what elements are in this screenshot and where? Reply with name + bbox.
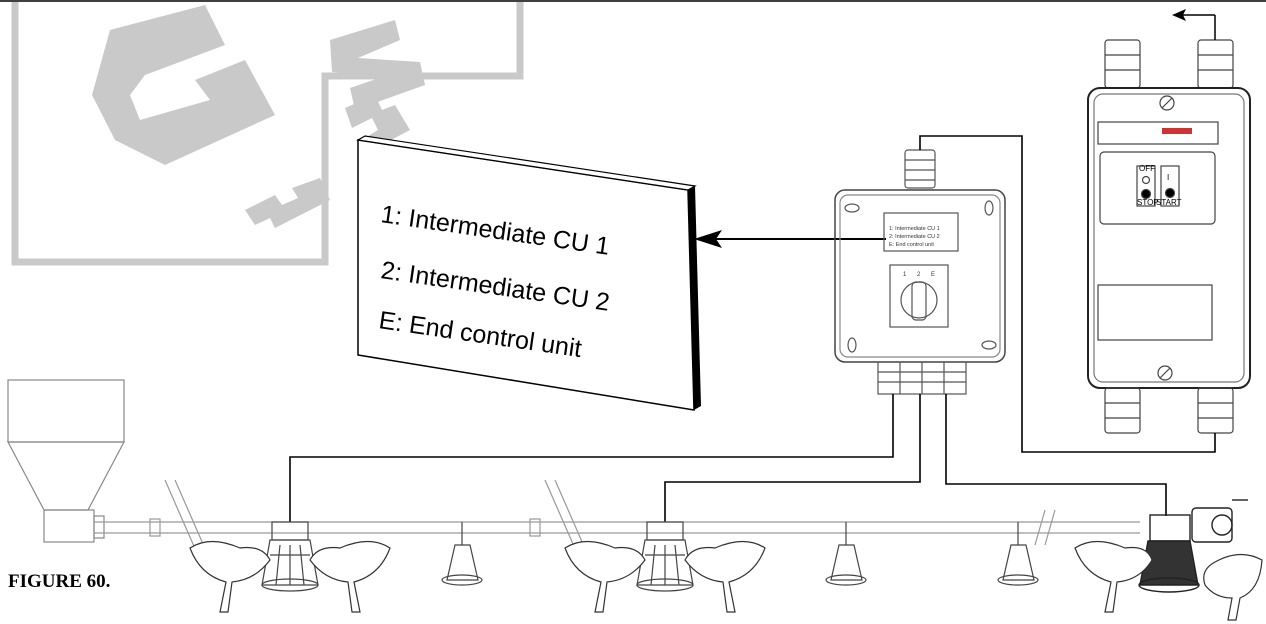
watermark-logo — [11, 2, 524, 266]
start-button[interactable] — [1160, 165, 1180, 207]
wire-to-unit-2 — [664, 394, 921, 522]
bottom-gland-right — [1197, 387, 1234, 434]
screw-tr — [984, 200, 994, 216]
button-panel — [1099, 151, 1216, 225]
feeder-pan-1 — [441, 522, 483, 586]
pointer-arrow — [694, 230, 886, 248]
switch-label-strip — [1097, 121, 1219, 145]
watermark-h-shape — [245, 178, 330, 228]
selector-dial-plate[interactable] — [889, 264, 949, 328]
watermark-frame — [11, 2, 524, 266]
top-cable-gland — [904, 149, 936, 189]
selector-mini-label — [883, 212, 959, 252]
dial-pos-e: E — [931, 272, 935, 278]
start-label: START — [1156, 198, 1182, 207]
wire-switch-to-selector — [919, 135, 1216, 453]
selector-knob-grip[interactable] — [911, 281, 927, 321]
dial-pos-1: 1 — [903, 272, 907, 278]
power-out-arrow — [1172, 9, 1186, 21]
mini-label-line-1: 1: Intermediate CU 1 — [889, 226, 940, 232]
intermediate-unit-1 — [261, 521, 319, 592]
switch-enclosure — [1087, 87, 1251, 389]
screw-bl — [847, 337, 857, 353]
info-plate — [1097, 284, 1213, 341]
bird — [309, 540, 391, 613]
watermark-g-shape — [92, 5, 275, 165]
bird — [189, 540, 271, 613]
main-switch-box: OFF I STOP START — [1087, 9, 1251, 434]
screw-tl — [844, 203, 860, 213]
sign-board: 1: Intermediate CU 1 2: Intermediate CU … — [356, 135, 701, 411]
mini-label-line-2: 2: Intermediate CU 2 — [889, 234, 940, 240]
top-gland-right — [1197, 39, 1234, 89]
bottom-gland-left — [1104, 387, 1141, 434]
feeder-pan-3 — [997, 522, 1039, 586]
wire-to-end-unit — [945, 394, 1167, 516]
mini-label-line-3: E: End control unit — [889, 242, 934, 248]
off-label: OFF — [1139, 164, 1155, 173]
bird — [564, 540, 646, 613]
selector-knob[interactable] — [900, 281, 938, 319]
feeder-pan-2 — [825, 522, 867, 586]
screw-bottom — [1157, 365, 1173, 381]
screw-top — [1159, 95, 1175, 111]
bird — [684, 540, 766, 613]
red-indicator — [1162, 128, 1192, 134]
birds — [189, 540, 1263, 621]
top-gland-left — [1104, 39, 1141, 89]
wire-to-unit-1 — [289, 394, 894, 522]
stop-label: STOP — [1137, 198, 1159, 207]
feed-hopper — [7, 379, 125, 543]
watermark-n-shape — [330, 20, 425, 110]
bird — [1074, 540, 1153, 613]
selector-junction-box: 1: Intermediate CU 1 2: Intermediate CU … — [834, 149, 1006, 395]
figure-caption: FIGURE 60. — [8, 571, 111, 592]
wiring — [289, 135, 1216, 522]
on-label: I — [1167, 173, 1169, 182]
end-control-unit — [1138, 499, 1248, 593]
stop-button[interactable] — [1136, 165, 1156, 207]
watermark-u-shape — [345, 95, 410, 150]
intermediate-unit-2 — [636, 521, 694, 592]
dial-pos-2: 2 — [917, 272, 921, 278]
screw-br — [981, 340, 997, 350]
bird — [1203, 553, 1263, 621]
